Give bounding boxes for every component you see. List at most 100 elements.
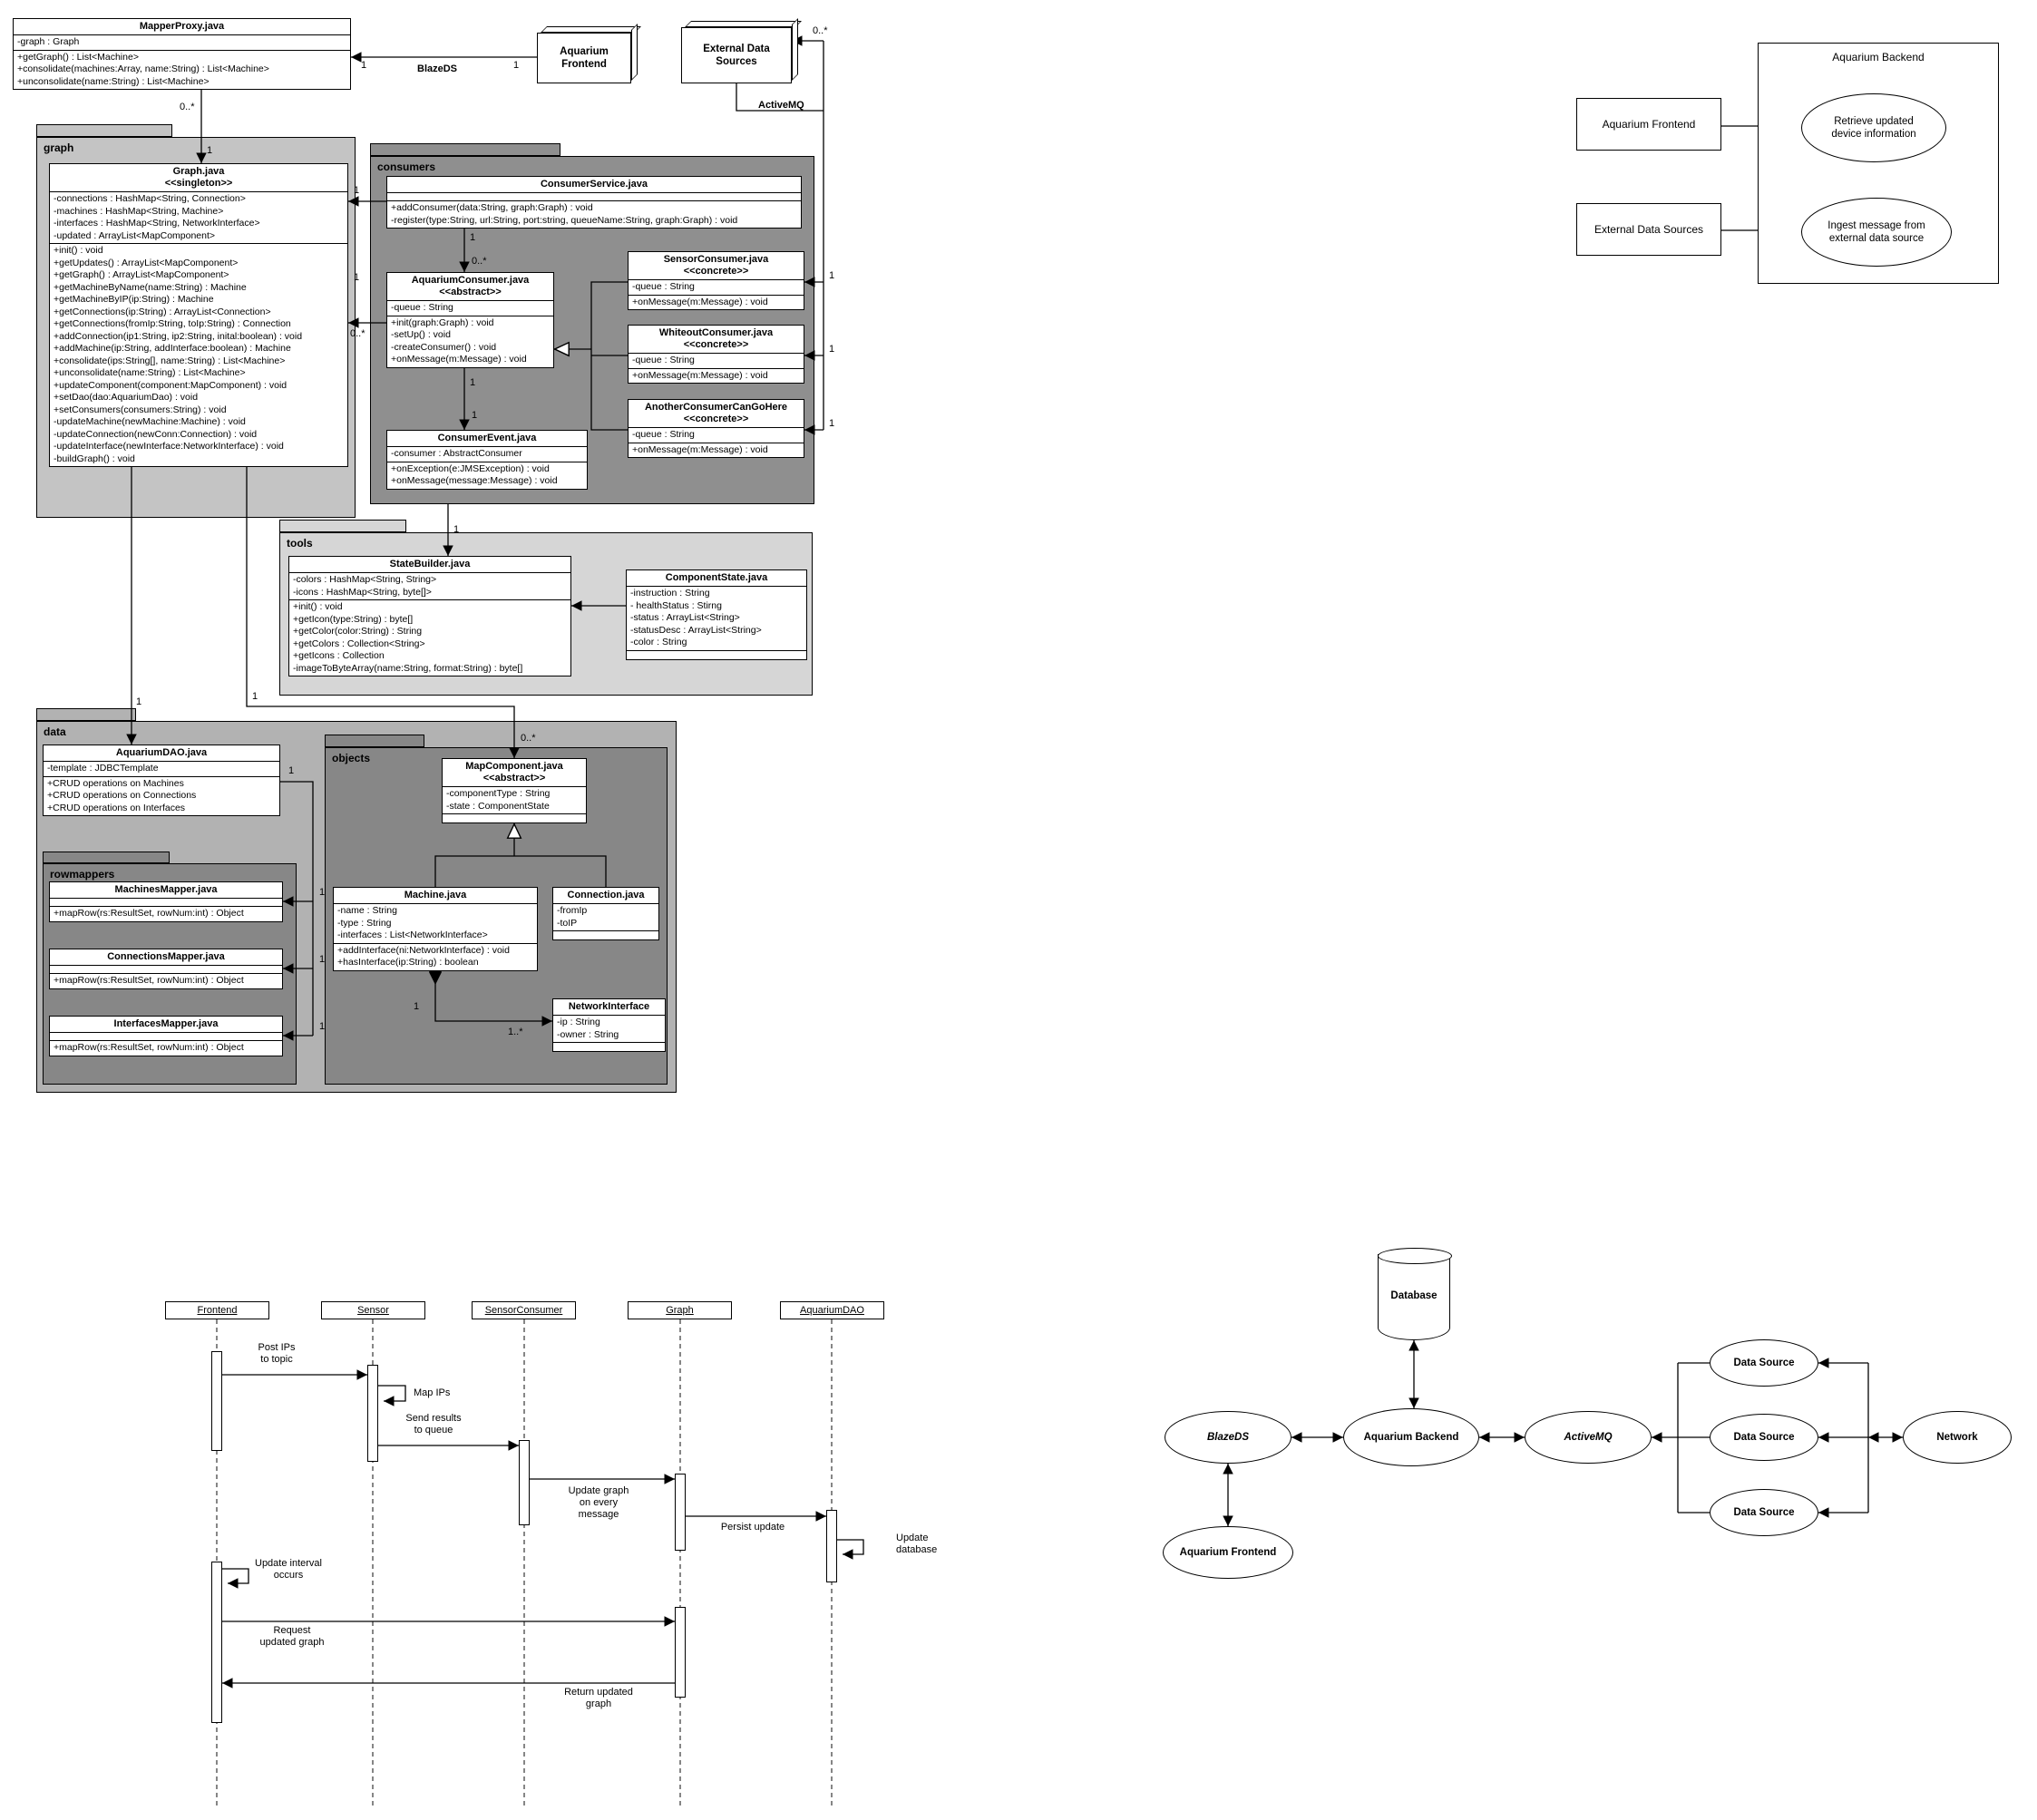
package-rowmappers-label: rowmappers xyxy=(50,868,115,881)
member-line: -register(type:String, url:String, port:… xyxy=(391,214,738,226)
class-methods: +getGraph() : List<Machine>+consolidate(… xyxy=(14,51,350,90)
class-methods: +init(graph:Graph) : void-setUp() : void… xyxy=(387,316,553,367)
member-line: +getConnections(ip:String) : ArrayList<C… xyxy=(54,306,271,317)
node-top-face xyxy=(541,26,641,33)
class-title: MapComponent.java <<abstract>> xyxy=(443,759,586,787)
message-label: Persist update xyxy=(720,1522,785,1533)
member-line: - healthStatus : Stirng xyxy=(630,599,722,611)
node-top-face xyxy=(685,21,802,27)
activation-sensorconsumer xyxy=(519,1440,530,1525)
comm-node-data-source-1: Data Source xyxy=(1710,1339,1818,1387)
member-line: +mapRow(rs:ResultSet, rowNum:int) : Obje… xyxy=(54,908,244,919)
class-methods: +addConsumer(data:String, graph:Graph) :… xyxy=(387,201,801,228)
stereotype: <<concrete>> xyxy=(683,339,749,350)
stereotype: <<singleton>> xyxy=(164,178,233,189)
lifeline-aquariumdao: AquariumDAO xyxy=(780,1301,884,1319)
class-mapperproxy: MapperProxy.java -graph : Graph +getGrap… xyxy=(13,18,351,90)
member-line: +mapRow(rs:ResultSet, rowNum:int) : Obje… xyxy=(54,1042,244,1053)
lifeline-sensor: Sensor xyxy=(321,1301,425,1319)
class-consumerevent: ConsumerEvent.java -consumer : AbstractC… xyxy=(386,430,588,490)
class-methods: +CRUD operations on Machines+CRUD operat… xyxy=(44,777,279,816)
package-graph-label: graph xyxy=(44,141,74,154)
activation-frontend-1 xyxy=(211,1351,222,1451)
class-methods xyxy=(553,1043,665,1051)
member-line: -queue : String xyxy=(632,355,695,365)
member-line: -template : JDBCTemplate xyxy=(47,763,159,774)
member-line: -queue : String xyxy=(632,281,695,292)
member-line: +updateComponent(component:MapComponent)… xyxy=(54,379,288,391)
member-line: -toIP xyxy=(557,917,578,929)
member-line: -queue : String xyxy=(391,302,453,313)
class-attributes: -colors : HashMap<String, String>-icons … xyxy=(289,573,570,600)
comm-node-aquarium-backend: Aquarium Backend xyxy=(1343,1408,1479,1466)
class-title: MachinesMapper.java xyxy=(50,882,282,899)
class-title: Graph.java <<singleton>> xyxy=(50,164,347,192)
member-line: -icons : HashMap<String, byte[]> xyxy=(293,586,432,598)
activation-aquariumdao xyxy=(826,1510,837,1582)
multiplicity-label: 1 xyxy=(470,232,476,243)
comm-node-activemq: ActiveMQ xyxy=(1525,1411,1652,1464)
multiplicity-label: Map IPs xyxy=(414,1387,451,1398)
class-attributes xyxy=(387,193,801,201)
class-title: AquariumDAO.java xyxy=(44,745,279,762)
multiplicity-label: 0..* xyxy=(521,733,536,744)
multiplicity-label: 1 xyxy=(472,410,478,421)
class-title: Machine.java xyxy=(334,888,537,904)
lifeline-sensorconsumer: SensorConsumer xyxy=(472,1301,576,1319)
member-line: +init(graph:Graph) : void xyxy=(391,316,494,328)
class-attributes: -componentType : String-state : Componen… xyxy=(443,787,586,814)
member-line: +getColor(color:String) : String xyxy=(293,626,423,637)
class-methods: +onMessage(m:Message) : void xyxy=(629,443,804,458)
multiplicity-label: 1 xyxy=(414,1001,420,1012)
package-tools-tab xyxy=(279,520,406,532)
member-line: -createConsumer() : void xyxy=(391,341,497,353)
member-line: -imageToByteArray(name:String, format:St… xyxy=(293,662,523,674)
member-line: +init() : void xyxy=(54,245,103,256)
member-line: -updated : ArrayList<MapComponent> xyxy=(54,229,216,241)
multiplicity-label: 1 xyxy=(470,377,476,388)
multiplicity-label: 1 xyxy=(354,185,360,196)
member-line: -interfaces : List<NetworkInterface> xyxy=(337,929,488,940)
class-attributes: -connections : HashMap<String, Connectio… xyxy=(50,192,347,244)
multiplicity-label: 1 xyxy=(319,954,326,965)
message-label: Return updated graph xyxy=(564,1687,633,1709)
node-side-face xyxy=(792,17,798,81)
member-line: +getGraph() : ArrayList<MapComponent> xyxy=(54,269,229,280)
member-line: +CRUD operations on Connections xyxy=(47,790,197,801)
member-line: -connections : HashMap<String, Connectio… xyxy=(54,193,246,204)
class-attributes: -queue : String xyxy=(629,428,804,443)
member-line: +onMessage(m:Message) : void xyxy=(391,354,527,365)
member-line: +getGraph() : List<Machine> xyxy=(17,51,139,63)
edge-label: BlazeDS xyxy=(417,63,458,74)
multiplicity-label: 1 xyxy=(288,765,295,776)
usecase-retrieve: Retrieve updated device information xyxy=(1801,93,1946,162)
package-consumers-label: consumers xyxy=(377,161,436,173)
stereotype: <<abstract>> xyxy=(439,287,502,297)
class-mapcomponent: MapComponent.java <<abstract>> -componen… xyxy=(442,758,587,823)
class-statebuilder: StateBuilder.java -colors : HashMap<Stri… xyxy=(288,556,571,676)
class-anotherconsumer: AnotherConsumerCanGoHere <<concrete>> -q… xyxy=(628,399,804,458)
class-connection: Connection.java -fromIp-toIP xyxy=(552,887,659,940)
actor-aquarium-frontend: Aquarium Frontend xyxy=(1576,98,1721,151)
member-line: -updateInterface(newInterface:NetworkInt… xyxy=(54,441,284,452)
member-line: +onMessage(message:Message) : void xyxy=(391,475,558,486)
class-methods xyxy=(627,651,806,659)
stereotype: <<abstract>> xyxy=(482,773,546,783)
message-label: Send results to queue xyxy=(405,1413,462,1436)
class-title: ComponentState.java xyxy=(627,570,806,587)
multiplicity-label: 1 xyxy=(207,145,213,156)
activation-graph-1 xyxy=(675,1474,686,1551)
class-attributes: -queue : String xyxy=(387,301,553,316)
class-aquariumconsumer: AquariumConsumer.java <<abstract>> -queu… xyxy=(386,272,554,368)
multiplicity-label: 1 xyxy=(252,691,258,702)
package-data-label: data xyxy=(44,725,66,738)
member-line: +consolidate(machines:Array, name:String… xyxy=(17,63,269,74)
package-tools-label: tools xyxy=(287,537,313,550)
class-attributes: -consumer : AbstractConsumer xyxy=(387,447,587,462)
class-methods: +onException(e:JMSException) : void+onMe… xyxy=(387,462,587,489)
class-attributes: -instruction : String- healthStatus : St… xyxy=(627,587,806,651)
class-attributes: -queue : String xyxy=(629,280,804,296)
member-line: -updateMachine(newMachine:Machine) : voi… xyxy=(54,416,246,427)
class-title: Connection.java xyxy=(553,888,658,904)
member-line: +onException(e:JMSException) : void xyxy=(391,462,550,474)
